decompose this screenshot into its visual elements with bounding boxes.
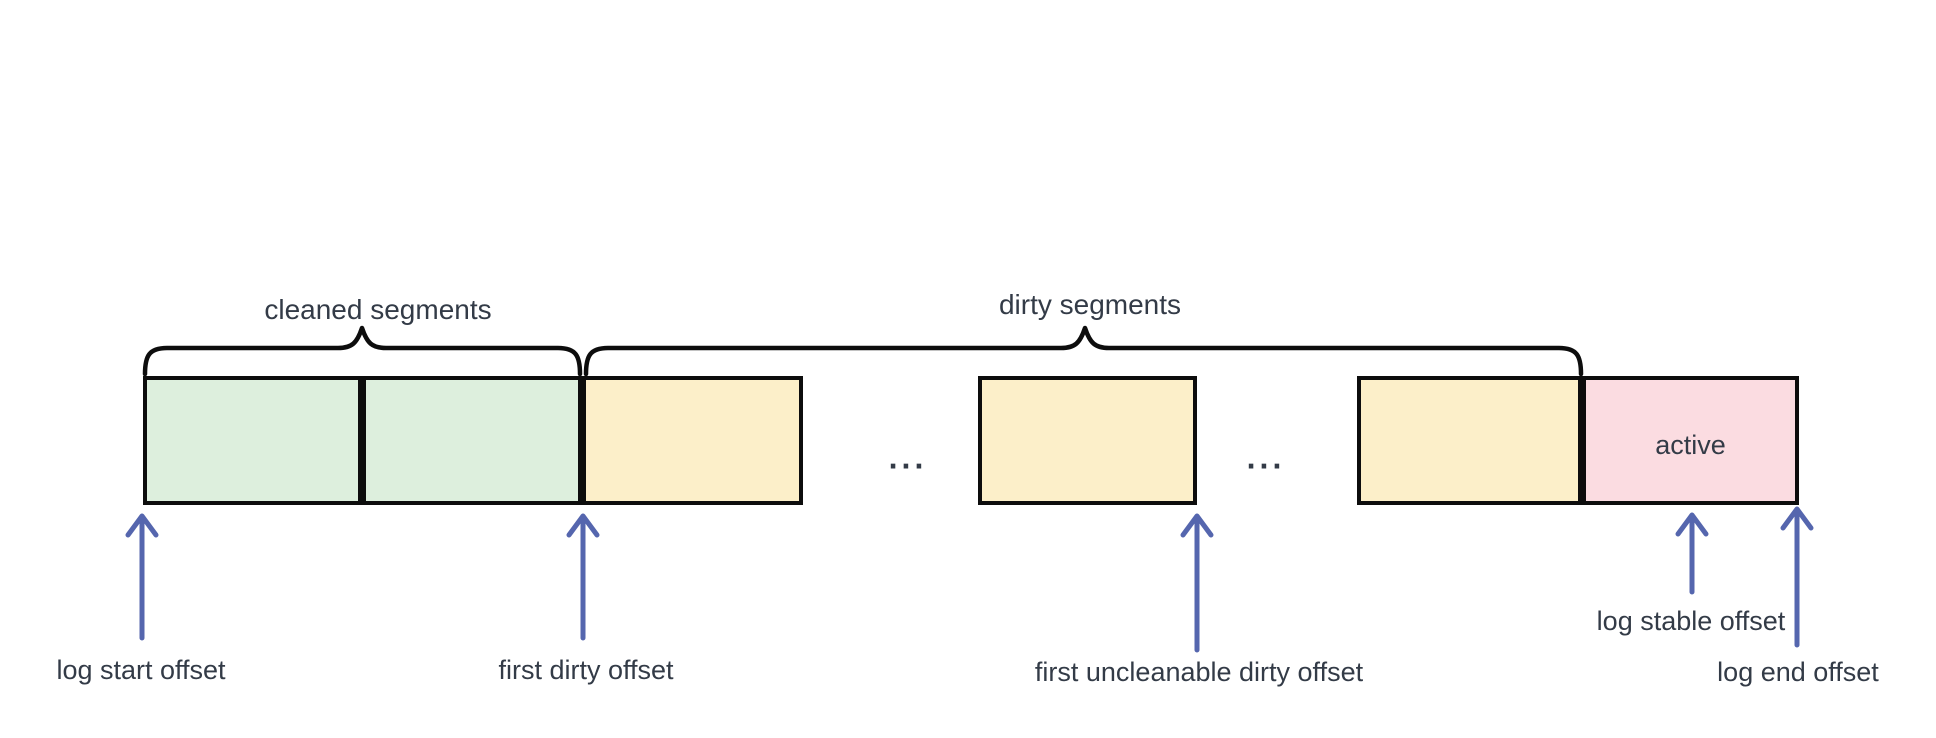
cleaned-segments-brace [142,325,583,377]
first-dirty-offset-label: first dirty offset [498,655,674,685]
dirty-segment-1 [582,376,803,505]
dirty-segments-brace [583,325,1584,377]
ellipsis-2: ... [1246,439,1286,476]
cleaned-segment-1 [143,376,362,505]
log-start-offset-arrow [125,513,159,641]
active-segment-label: active [1655,430,1726,460]
log-stable-offset-arrow [1675,512,1709,595]
log-stable-offset-label: log stable offset [1596,606,1786,636]
first-uncleanable-dirty-offset-arrow [1180,513,1214,653]
cleaned-segments-label: cleaned segments [264,294,492,325]
dirty-segment-2 [978,376,1197,505]
first-uncleanable-dirty-offset-label: first uncleanable dirty offset [1034,657,1364,687]
active-segment: active [1582,376,1799,505]
dirty-segments-label: dirty segments [998,289,1182,320]
cleaned-segment-2 [362,376,582,505]
dirty-segment-3 [1357,376,1582,505]
log-end-offset-label: log end offset [1717,657,1879,687]
first-dirty-offset-arrow [566,513,600,641]
log-end-offset-arrow [1780,506,1814,648]
ellipsis-1: ... [888,439,928,476]
log-start-offset-label: log start offset [56,655,226,685]
